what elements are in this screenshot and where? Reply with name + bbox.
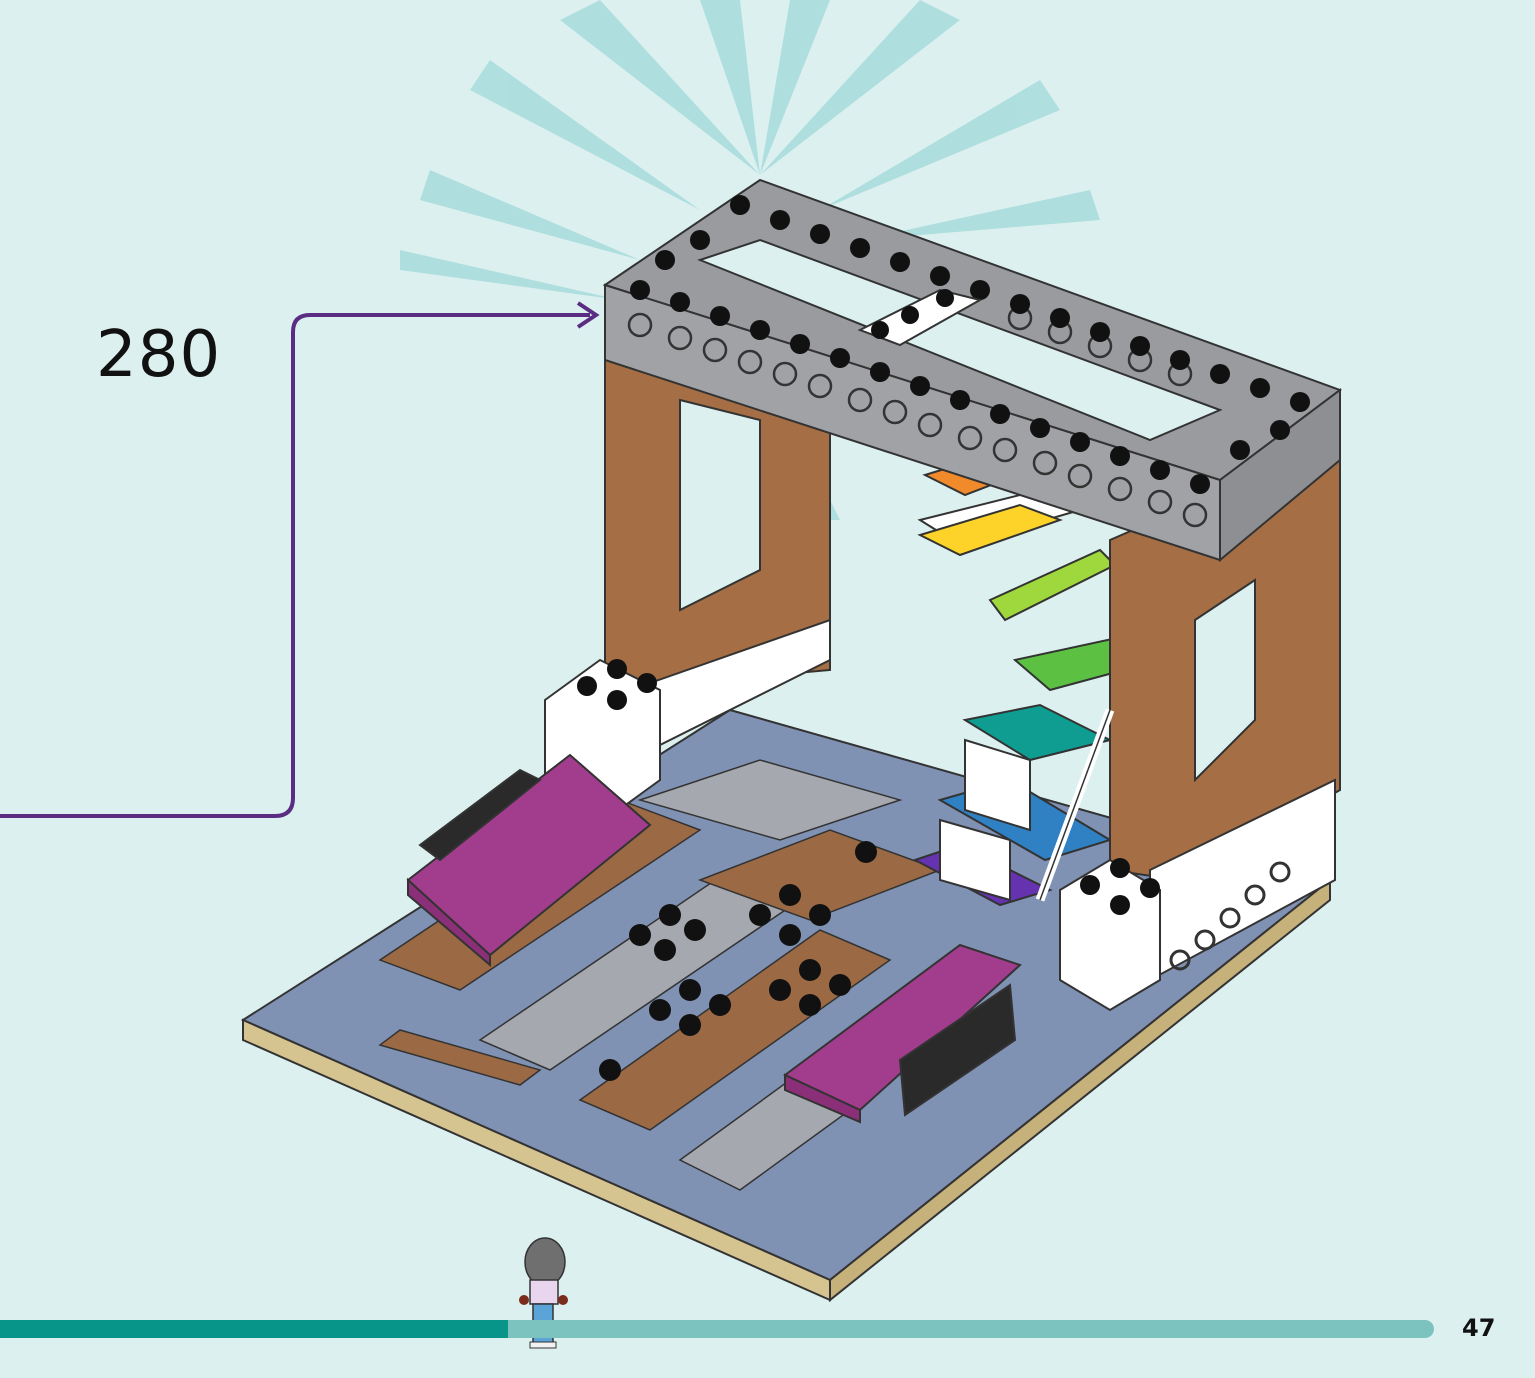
progress-bar-fill [0,1320,508,1338]
callout-arrow-icon [0,313,590,818]
step-number: 280 [96,318,222,392]
left-bench [406,753,652,968]
top-frame [602,178,1343,563]
right-wall [1035,438,1341,1012]
page-number: 47 [1462,1314,1496,1342]
progress-bar [0,1320,1434,1338]
callout-arrowhead [576,301,600,329]
right-bench [783,943,1022,1124]
left-wall [544,338,831,822]
